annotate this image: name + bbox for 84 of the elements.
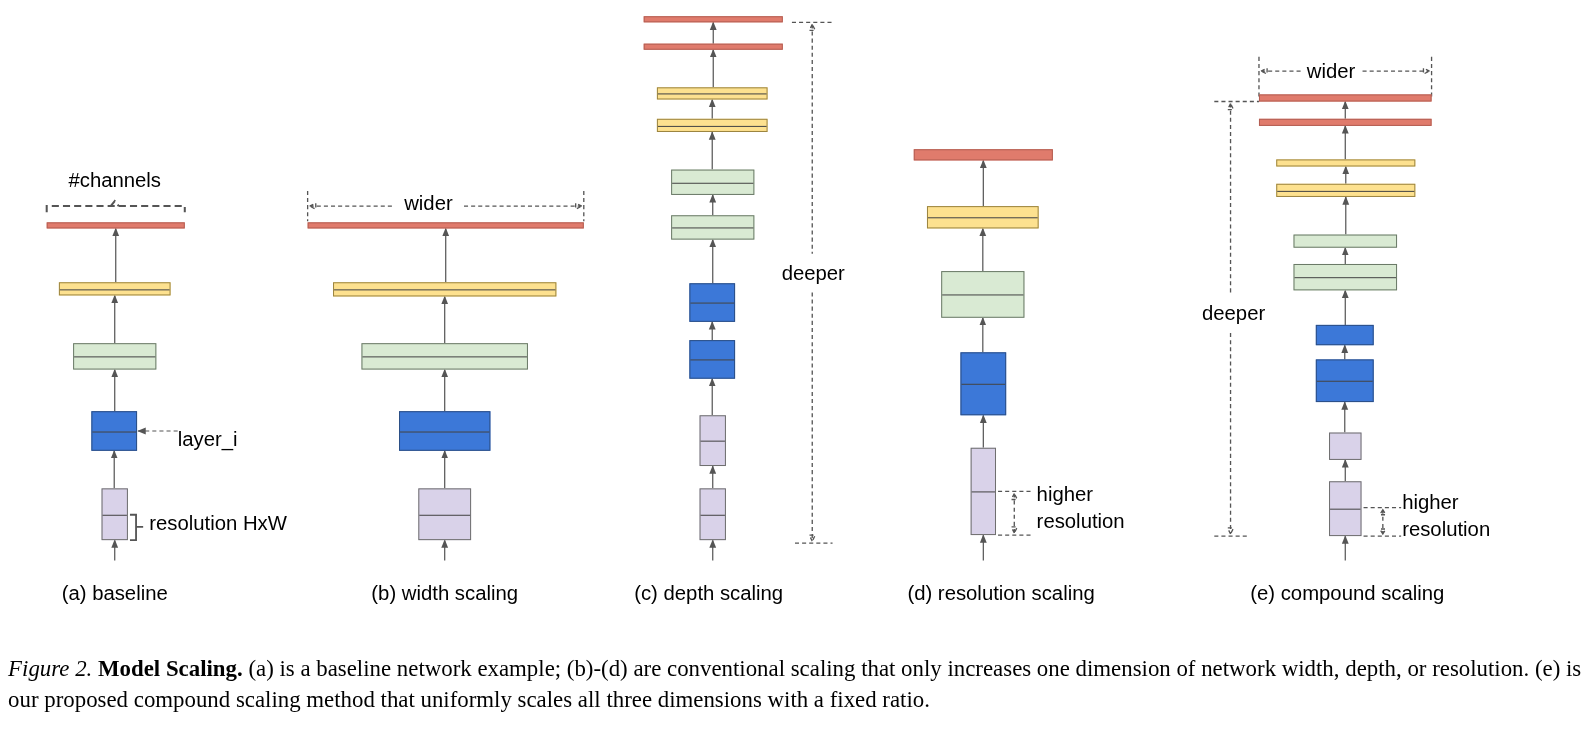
panel-caption: (e) compound scaling (1250, 580, 1445, 606)
arrow (1341, 535, 1349, 562)
layer-block (333, 282, 557, 297)
layer-block (960, 352, 1007, 416)
annotation-label: resolution HxW (149, 511, 287, 537)
arrow (1341, 125, 1349, 160)
layer-bar (913, 149, 1053, 161)
layer-block (1315, 359, 1374, 403)
arrow (708, 377, 716, 416)
layer-block (1276, 159, 1416, 167)
layer-block (689, 340, 736, 379)
annotation-label: deeper (1201, 301, 1266, 327)
arrow (709, 48, 717, 88)
panel-caption: (d) resolution scaling (907, 580, 1095, 606)
annotation-label: #channels (68, 168, 161, 194)
arrow (441, 449, 449, 489)
layer-bar (643, 16, 783, 23)
layer-block (1293, 234, 1398, 248)
arrow (708, 131, 716, 171)
layer-block (970, 447, 996, 536)
panel-caption: (a) baseline (61, 580, 168, 606)
arrow (1341, 246, 1349, 265)
arrow (979, 316, 987, 353)
layer-block (656, 118, 768, 132)
arrow (111, 539, 119, 562)
arrow (709, 539, 717, 562)
layer-bar (1258, 118, 1432, 126)
annotation-label: deeper (781, 260, 845, 286)
arrow (709, 21, 717, 45)
layer-block (1329, 432, 1362, 460)
arrow (137, 427, 179, 435)
figure-caption: Figure 2. Model Scaling. (a) is a baseline network example; (b)-(d) are conventional scaling that only increases one dimension of network width, depth, or resolution. (e) is our proposed compound scaling method that uniformly scales all three dimensions with a fixed ratio. (8, 654, 1583, 714)
layer-block (418, 488, 472, 541)
layer-block (101, 488, 128, 541)
panel-caption: (c) depth scaling (634, 580, 784, 606)
arrow (979, 227, 987, 272)
layer-label: layer_i (177, 425, 238, 452)
layer-block (699, 488, 726, 541)
layer-bar (1258, 94, 1432, 102)
arrow (1341, 100, 1349, 120)
annotation-label: wider (404, 190, 453, 216)
layer-block (671, 169, 755, 195)
panel-caption: (b) width scaling (371, 580, 519, 606)
layer-block (361, 343, 528, 370)
layer-block (1276, 183, 1416, 197)
layer-bar (307, 222, 584, 229)
layer-block (699, 415, 726, 466)
layer-block (73, 343, 157, 370)
layer-block (91, 411, 138, 451)
layer-block (656, 87, 768, 100)
layer-block (58, 282, 171, 296)
layer-block (689, 283, 736, 322)
arrow (110, 449, 118, 489)
layer-block (941, 271, 1025, 318)
annotation-label: higher resolution (1402, 489, 1492, 543)
arrow (441, 368, 449, 412)
arrow (1342, 196, 1350, 236)
arrow (1341, 289, 1349, 326)
arrow (709, 194, 717, 216)
layer-bar (46, 222, 185, 229)
arrow (442, 227, 450, 283)
arrow (1341, 459, 1349, 482)
layer-bar (643, 43, 783, 50)
arrow (441, 539, 449, 562)
arrow (1341, 401, 1349, 434)
layer-block (1329, 481, 1362, 537)
arrow (708, 321, 716, 341)
arrow (112, 227, 120, 283)
layer-block (1293, 264, 1398, 291)
annotation-label: wider (1306, 58, 1356, 84)
annotation-label: higher resolution (1036, 481, 1126, 534)
arrow (979, 159, 987, 207)
layer-block (671, 215, 755, 240)
arrow (1342, 165, 1350, 185)
layer-block (926, 206, 1039, 229)
arrow (709, 465, 717, 489)
arrow (441, 295, 449, 344)
arrow (111, 368, 119, 412)
arrow (709, 238, 717, 284)
layer-block (1315, 324, 1374, 346)
layer-block (399, 411, 491, 451)
arrow (1341, 344, 1349, 361)
arrow (979, 534, 987, 562)
arrow (979, 414, 987, 449)
